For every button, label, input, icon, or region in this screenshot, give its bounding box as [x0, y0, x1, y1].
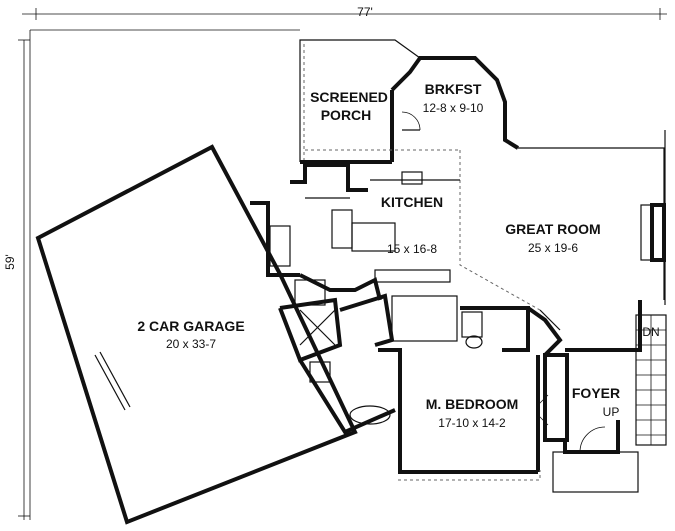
room-name: KITCHEN: [381, 194, 443, 210]
room-size: 17-10 x 14-2: [438, 416, 506, 430]
room-label-great-room: GREAT ROOM 25 x 19-6: [505, 221, 600, 255]
room-size: 25 x 19-6: [528, 241, 578, 255]
room-label-garage: 2 CAR GARAGE 20 x 33-7: [137, 318, 244, 351]
master-bedroom-walls: [378, 348, 541, 481]
width-dimension-label: 77': [357, 5, 373, 19]
room-size: 15 x 16-8: [387, 242, 437, 256]
staircase: [635, 314, 667, 446]
room-name: BRKFST: [425, 81, 482, 97]
room-name: GREAT ROOM: [505, 221, 600, 237]
walk-in-closet: [537, 353, 569, 442]
foyer: [552, 300, 667, 493]
room-label-breakfast: BRKFST 12-8 x 9-10: [423, 81, 484, 115]
hall-walls: [526, 306, 563, 357]
master-bath: [298, 293, 530, 435]
depth-dimension-label: 59': [3, 254, 17, 270]
stair-up-label: UP: [603, 405, 620, 419]
room-size: 12-8 x 9-10: [423, 101, 484, 115]
utility-rooms: [250, 201, 382, 363]
room-name: SCREENED: [310, 89, 388, 105]
width-dimension-line: [22, 8, 667, 20]
room-label-kitchen: KITCHEN 15 x 16-8: [381, 194, 443, 256]
room-label-screened-porch: SCREENED PORCH: [310, 89, 388, 123]
room-name: 2 CAR GARAGE: [137, 318, 244, 334]
room-size: 20 x 33-7: [166, 337, 216, 351]
room-label-master-bedroom: M. BEDROOM 17-10 x 14-2: [426, 396, 519, 430]
room-name: FOYER: [572, 385, 620, 401]
depth-dimension-line: [18, 39, 30, 520]
garage: [35, 144, 358, 525]
great-room-walls: [459, 130, 666, 311]
breakfast-bay: [390, 56, 520, 150]
kitchen: [290, 149, 460, 283]
room-label-foyer: FOYER: [572, 385, 620, 401]
room-name: M. BEDROOM: [426, 396, 519, 412]
room-name-line2: PORCH: [321, 107, 372, 123]
stair-down-label: DN: [642, 325, 659, 339]
